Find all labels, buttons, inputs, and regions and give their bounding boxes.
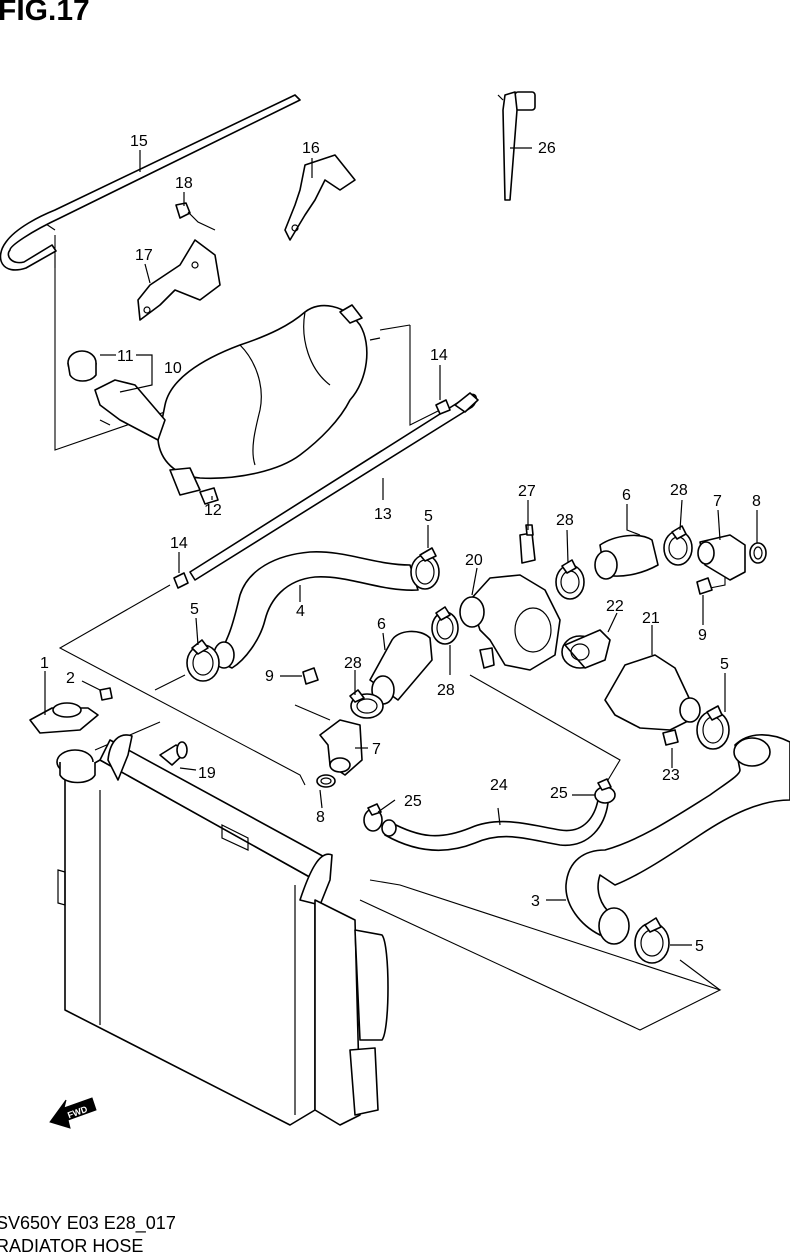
callout-8-left: 8 — [316, 809, 325, 826]
clamp-28-d — [663, 525, 693, 566]
radiator-cap — [29, 702, 99, 734]
clamp-5-b — [186, 639, 220, 682]
bolt-9-left — [302, 667, 319, 685]
callout-15: 15 — [130, 133, 148, 150]
callout-17: 17 — [135, 247, 153, 264]
clamp-28-b — [349, 689, 384, 719]
bracket-16 — [284, 154, 356, 241]
reservoir-hose — [189, 392, 479, 581]
callout-27: 27 — [518, 483, 536, 500]
clamp-5-d — [634, 917, 670, 964]
reservoir-cap — [67, 350, 97, 382]
o-ring-8-right — [749, 542, 767, 564]
callout-28-c: 28 — [556, 512, 574, 529]
callout-leaders — [44, 147, 758, 946]
section-name: RADIATOR HOSE — [0, 1236, 144, 1256]
hose-clip-lower — [173, 572, 189, 589]
callout-3: 3 — [531, 893, 540, 910]
thermostat — [561, 629, 611, 669]
short-hose-6-left — [369, 630, 433, 705]
bolt-23 — [662, 729, 679, 746]
short-hose-6-right — [594, 534, 659, 580]
callout-21: 21 — [642, 610, 660, 627]
thermostat-cover — [604, 654, 701, 731]
callout-5-c: 5 — [720, 656, 729, 673]
fwd-arrow-icon: FWD — [49, 1097, 97, 1129]
damper-19 — [159, 741, 188, 766]
bracket-17 — [137, 239, 221, 321]
o-ring-8-left — [316, 774, 336, 788]
figure-title: FIG.17 — [0, 0, 90, 27]
callout-7-right: 7 — [713, 493, 722, 510]
callout-24: 24 — [490, 777, 508, 794]
callout-2: 2 — [66, 670, 75, 687]
callout-10: 10 — [164, 360, 182, 377]
clamp-28-a — [431, 606, 459, 645]
callout-5-d: 5 — [695, 938, 704, 955]
callout-28-d: 28 — [670, 482, 688, 499]
lower-hose — [565, 734, 790, 945]
callout-8-right: 8 — [752, 493, 761, 510]
callout-9-right: 9 — [698, 627, 707, 644]
callout-20: 20 — [465, 552, 483, 569]
callout-12: 12 — [204, 502, 222, 519]
callout-16: 16 — [302, 140, 320, 157]
callout-1: 1 — [40, 655, 49, 672]
callout-14-lower: 14 — [170, 535, 188, 552]
callout-9-left: 9 — [265, 668, 274, 685]
bolt-18 — [175, 202, 216, 231]
callout-28-b: 28 — [437, 682, 455, 699]
reservoir-tank — [94, 304, 381, 496]
hose-joint-7-right — [697, 534, 746, 581]
radiator — [56, 734, 389, 1126]
callout-28-a: 28 — [344, 655, 362, 672]
reference-lines — [39, 219, 726, 1031]
callout-5-b: 5 — [190, 601, 199, 618]
hose-joint-7-left — [319, 719, 363, 776]
callout-6-left: 6 — [377, 616, 386, 633]
callout-14-upper: 14 — [430, 347, 448, 364]
model-code: SV650Y E03 E28_017 — [0, 1213, 176, 1233]
callout-labels: 15 16 18 17 26 11 10 14 12 13 5 14 5 4 1… — [40, 133, 761, 955]
bolt-12 — [199, 487, 219, 505]
callout-5-a: 5 — [424, 508, 433, 525]
callout-25-right: 25 — [550, 785, 568, 802]
thermostat-case — [459, 574, 561, 671]
clamp-5-a — [410, 547, 440, 590]
callout-19: 19 — [198, 765, 216, 782]
callout-23: 23 — [662, 767, 680, 784]
callout-25-left: 25 — [404, 793, 422, 810]
overflow-hose — [0, 94, 301, 271]
bolt-9-right — [696, 577, 713, 595]
clamp-25-right — [594, 778, 616, 804]
clamp-28-c — [555, 559, 585, 600]
temperature-sensor — [519, 524, 536, 564]
clamp-5-c — [696, 705, 730, 750]
drain-bolt — [99, 687, 113, 701]
callout-11: 11 — [117, 348, 134, 365]
clamp-25-left — [363, 803, 383, 832]
callout-7-left: 7 — [372, 741, 381, 758]
callout-18: 18 — [175, 175, 193, 192]
callout-13: 13 — [374, 506, 392, 523]
callout-6-right: 6 — [622, 487, 631, 504]
callout-22: 22 — [606, 598, 624, 615]
hose-clip-upper — [435, 399, 451, 415]
callout-4: 4 — [296, 603, 305, 620]
wire-harness — [497, 91, 536, 201]
callout-26: 26 — [538, 140, 556, 157]
